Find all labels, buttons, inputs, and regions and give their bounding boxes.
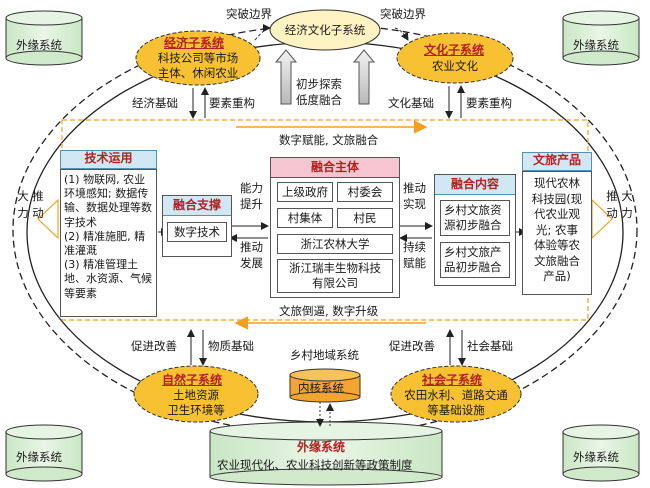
subject-village-committee: 村委会 bbox=[337, 182, 393, 202]
drive-label-left-2: 推动 bbox=[32, 189, 44, 220]
subject-village-collective: 村集体 bbox=[277, 208, 333, 228]
social-subsystem-ellipse bbox=[390, 365, 522, 423]
content-item-1: 乡村文旅资源初步融合 bbox=[440, 200, 510, 236]
products-line-5: 体验等农 bbox=[534, 238, 580, 252]
digital-empower-label: 数字赋能, 文旅融合 bbox=[279, 133, 379, 147]
drive-label-right: 大力 bbox=[621, 189, 633, 220]
outer-system-bottom-desc: 农业现代化、农业科技创新等政策制度 bbox=[217, 458, 413, 472]
social-subsystem-title: 社会子系统 bbox=[422, 373, 483, 387]
cylinder-bottom-center bbox=[209, 421, 443, 486]
integration-subject-title: 融合主体 bbox=[310, 160, 359, 174]
social-subsystem-line2: 等基础设施 bbox=[427, 403, 485, 417]
initial-exploration-label: 初步探索 bbox=[296, 77, 342, 91]
products-line-7: 产品) bbox=[543, 269, 571, 283]
outer-system-label-bl: 外缘系统 bbox=[16, 450, 62, 464]
natural-subsystem-line2: 卫生环境等 bbox=[167, 403, 225, 417]
cylinder-top-right bbox=[562, 10, 640, 66]
products-line-3: 代农业观 bbox=[534, 207, 580, 221]
natural-subsystem-line1: 土地资源 bbox=[173, 388, 219, 402]
tech-item-2: (2) 精准施肥, 精准灌溉 bbox=[64, 229, 146, 258]
breakthrough-label-left: 突破边界 bbox=[226, 7, 272, 21]
economic-base-label: 经济基础 bbox=[132, 96, 178, 110]
economic-subsystem-ellipse bbox=[135, 30, 261, 86]
low-integration-label: 低度融合 bbox=[296, 93, 342, 107]
eco-culture-subsystem-title: 经济文化子系统 bbox=[284, 23, 366, 37]
drive-realize-label-2: 实现 bbox=[403, 197, 426, 211]
promote-improve-label-left: 促进改善 bbox=[131, 339, 177, 353]
material-base-label: 物质基础 bbox=[208, 339, 254, 353]
subject-university: 浙江农林大学 bbox=[277, 234, 393, 254]
cylinder-bottom-right bbox=[562, 424, 640, 482]
tech-application-header: 技术运用 bbox=[60, 150, 157, 169]
products-line-2: 科技园(现 bbox=[531, 191, 583, 206]
integration-subject-box: 融合主体 上级政府 村委会 村集体 村民 浙江农林大学 浙江瑞丰生物科技有限公司 bbox=[270, 157, 400, 298]
capability-label-2: 提升 bbox=[240, 197, 263, 211]
outer-system-label-br: 外缘系统 bbox=[573, 450, 619, 464]
subject-county-gov: 上级政府 bbox=[277, 182, 333, 202]
outer-system-label-tr: 外缘系统 bbox=[573, 38, 619, 52]
rural-region-system-label: 乡村地域系统 bbox=[290, 348, 359, 362]
integration-support-box: 融合支撑 数字技术 bbox=[162, 195, 232, 257]
cylinder-bottom-left bbox=[5, 424, 83, 482]
cylinder-top-left bbox=[5, 10, 83, 66]
element-restructure-label-left: 要素重构 bbox=[209, 96, 255, 110]
element-restructure-label-right: 要素重构 bbox=[466, 96, 512, 110]
outer-system-label-tl: 外缘系统 bbox=[16, 38, 62, 52]
products-line-4: 光; 农事 bbox=[535, 222, 579, 237]
tourism-force-label: 文旅倒逼, 数字升级 bbox=[279, 304, 379, 318]
integration-content-box: 融合内容 乡村文旅资源初步融合 乡村文旅产品初步融合 bbox=[434, 174, 516, 286]
products-line-1: 现代农林 bbox=[534, 176, 580, 190]
economic-subsystem-title: 经济子系统 bbox=[164, 36, 225, 50]
core-system-label: 内核系统 bbox=[298, 381, 344, 395]
natural-subsystem-ellipse bbox=[133, 365, 259, 423]
drive-dev-label-1: 推动 bbox=[240, 240, 263, 254]
sustain-label-2: 赋能 bbox=[403, 256, 426, 270]
cultural-products-header: 文旅产品 bbox=[522, 152, 592, 171]
natural-subsystem-title: 自然子系统 bbox=[162, 373, 223, 387]
social-base-label: 社会基础 bbox=[467, 339, 513, 353]
culture-subsystem-ellipse bbox=[396, 32, 514, 84]
digital-tech-cell: 数字技术 bbox=[167, 222, 227, 242]
cultural-products-body: 现代农林 科技园(现 代农业观 光; 农事 体验等农 文旅融合 产品) bbox=[522, 171, 592, 295]
culture-subsystem-title: 文化子系统 bbox=[424, 43, 485, 57]
capability-label-1: 能力 bbox=[240, 181, 263, 195]
content-item-2: 乡村文旅产品初步融合 bbox=[440, 242, 510, 278]
subject-villagers: 村民 bbox=[337, 208, 393, 228]
breakthrough-label-right: 突破边界 bbox=[380, 7, 426, 21]
products-line-6: 文旅融合 bbox=[534, 253, 580, 268]
tech-application-body: (1) 物联网, 农业环境感知; 数据传输、数据处理等数字技术 (2) 精准施肥… bbox=[60, 169, 157, 317]
sustain-label-1: 持续 bbox=[403, 240, 426, 254]
drive-dev-label-2: 发展 bbox=[240, 256, 263, 270]
outer-system-bottom-title: 外缘系统 bbox=[297, 440, 346, 454]
economic-subsystem-line2: 主体、休闲农业 bbox=[157, 66, 239, 80]
cylinder-core bbox=[289, 368, 361, 403]
integration-content-title: 融合内容 bbox=[450, 177, 499, 191]
tech-item-3: (3) 精准管理土地、水资源、气候等要素 bbox=[64, 258, 152, 300]
drive-label-right-2: 推动 bbox=[606, 189, 618, 220]
integration-support-title: 融合支撑 bbox=[172, 198, 221, 212]
subject-company: 浙江瑞丰生物科技有限公司 bbox=[277, 259, 393, 293]
social-subsystem-line1: 农田水利、道路交通 bbox=[404, 388, 508, 402]
culture-subsystem-line1: 农业文化 bbox=[432, 59, 478, 73]
drive-realize-label-1: 推动 bbox=[403, 181, 426, 195]
tech-item-1: (1) 物联网, 农业环境感知; 数据传输、数据处理等数字技术 bbox=[64, 173, 152, 229]
drive-label-left: 大力 bbox=[17, 189, 29, 220]
economic-subsystem-line1: 科技公司等市场 bbox=[157, 51, 239, 65]
promote-improve-label-right: 促进改善 bbox=[389, 339, 435, 353]
culture-base-label: 文化基础 bbox=[388, 96, 434, 110]
